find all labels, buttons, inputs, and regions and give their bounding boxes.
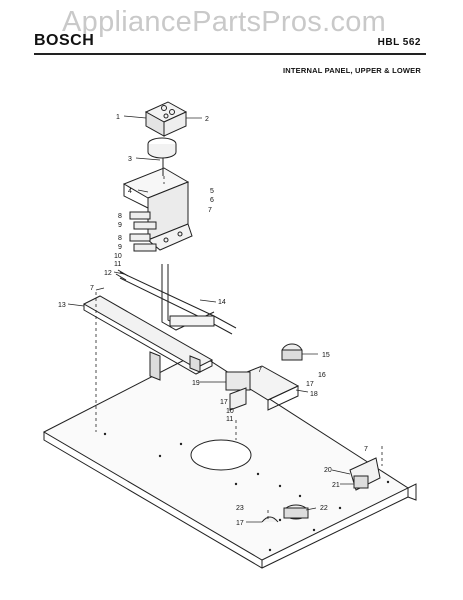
callout-17c: 17 xyxy=(236,520,244,527)
callout-20: 20 xyxy=(324,467,332,474)
callout-3: 3 xyxy=(128,156,132,163)
callout-10b: 10 xyxy=(226,408,234,415)
callout-11b: 11 xyxy=(226,416,233,423)
callout-8: 8 xyxy=(118,213,122,220)
callout-labels: 1 2 3 4 5 6 7 8 9 8 9 10 11 12 7 13 14 1… xyxy=(58,114,368,527)
callout-19: 19 xyxy=(192,380,200,387)
callout-21: 21 xyxy=(332,482,340,489)
callout-22: 22 xyxy=(320,505,328,512)
callout-7d: 7 xyxy=(364,446,368,453)
mounting-bracket xyxy=(225,365,300,411)
callout-1: 1 xyxy=(116,114,120,121)
diagram-title: INTERNAL PANEL, UPPER & LOWER xyxy=(282,66,421,75)
motor-unit xyxy=(144,101,188,176)
callout-18: 18 xyxy=(310,391,318,398)
callout-23: 23 xyxy=(236,505,244,512)
callout-2: 2 xyxy=(205,116,209,123)
callout-9b: 9 xyxy=(118,244,122,251)
callout-9: 9 xyxy=(118,222,122,229)
callout-7b: 7 xyxy=(90,285,94,292)
callout-17b: 17 xyxy=(220,399,228,406)
callout-7: 7 xyxy=(208,207,212,214)
upper-rail xyxy=(82,295,214,381)
internal-panel-base xyxy=(42,352,417,569)
clamp-parts xyxy=(129,211,157,252)
model-number: HBL 562 xyxy=(377,37,421,48)
brand-logo: BOSCH xyxy=(34,32,95,49)
header-rule xyxy=(34,53,426,55)
side-bracket xyxy=(349,457,381,491)
callout-5: 5 xyxy=(210,188,214,195)
callout-14: 14 xyxy=(218,299,226,306)
watermark-text: AppliancePartsPros.com xyxy=(62,6,387,38)
callout-12: 12 xyxy=(104,270,112,277)
switch-upper xyxy=(281,343,303,361)
callout-16: 16 xyxy=(318,372,326,379)
callout-6: 6 xyxy=(210,197,214,204)
callout-8b: 8 xyxy=(118,235,122,242)
callout-15: 15 xyxy=(322,352,330,359)
callout-7c: 7 xyxy=(258,367,262,374)
tube-rod xyxy=(115,264,237,335)
thermostat-lower xyxy=(261,504,309,523)
callout-4: 4 xyxy=(128,188,132,195)
callout-17: 17 xyxy=(306,381,314,388)
callout-13: 13 xyxy=(58,302,66,309)
callout-11: 11 xyxy=(114,261,121,268)
callout-10: 10 xyxy=(114,253,122,260)
